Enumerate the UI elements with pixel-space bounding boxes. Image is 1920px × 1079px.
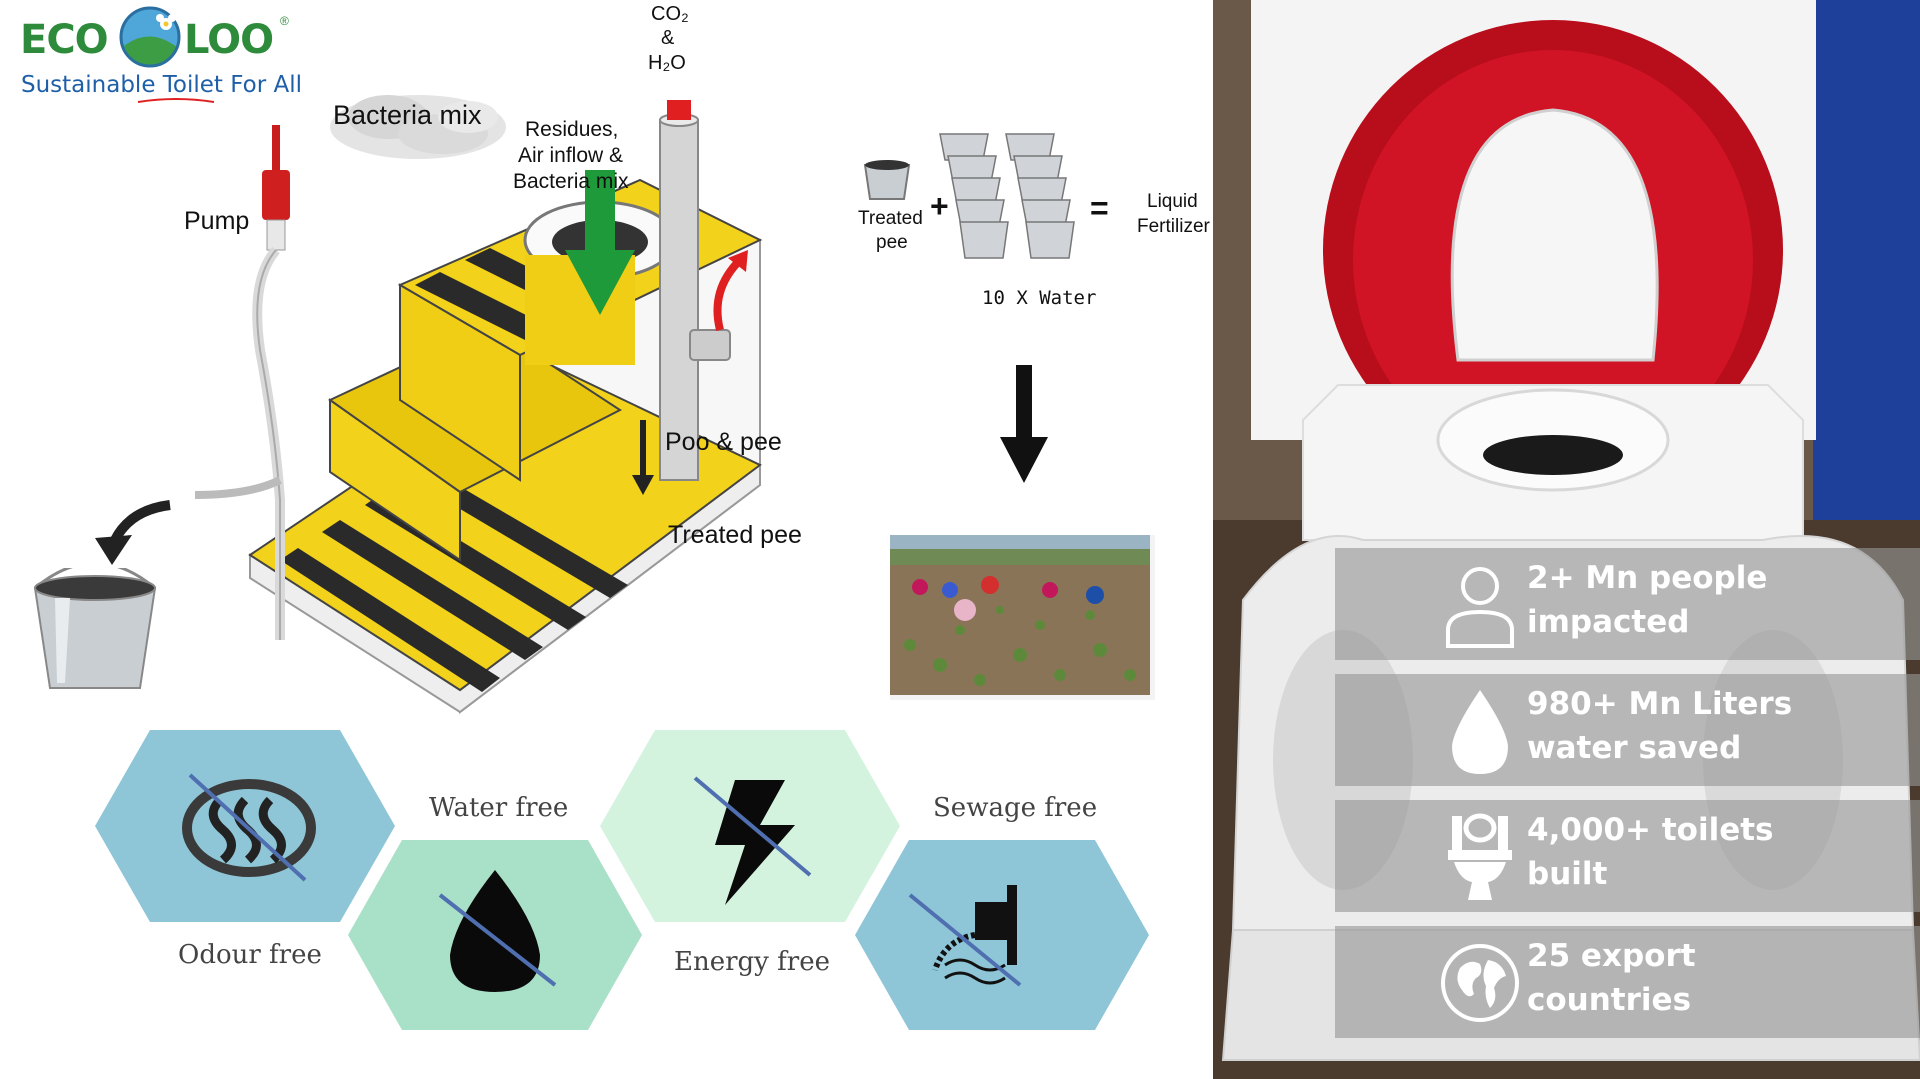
sewage-free-label: Sewage free	[933, 793, 1098, 823]
liquid-fertilizer-line-1: Liquid	[1147, 191, 1198, 212]
stat-people-line-1: 2+ Mn people	[1527, 560, 1768, 596]
treated-pee-eq-line-2: pee	[876, 232, 908, 253]
features-hexagons	[95, 730, 1149, 1030]
brand-tagline: Sustainable Toilet For All	[21, 72, 303, 98]
bacteria-cloud-icon	[330, 95, 506, 159]
farm-field-image	[890, 535, 1155, 700]
globe-logo-icon	[119, 6, 181, 68]
water-drop-icon	[1452, 690, 1508, 774]
stat-water-line-1: 980+ Mn Liters	[1527, 686, 1793, 722]
brand-name-right: LOO	[184, 17, 274, 63]
stat-people-line-2: impacted	[1527, 604, 1690, 640]
residues-label-line-3: Bacteria mix	[513, 170, 629, 193]
stat-toilets-built: 4,000+ toilets built	[1335, 800, 1920, 912]
pump-label: Pump	[184, 207, 250, 235]
small-bucket-icon	[863, 160, 911, 200]
water-free-label: Water free	[429, 793, 569, 823]
tagline-swoosh	[137, 98, 215, 103]
stat-water-saved: 980+ Mn Liters water saved	[1335, 674, 1920, 786]
stat-toilets-line-1: 4,000+ toilets	[1527, 812, 1774, 848]
registered-mark: ®	[280, 14, 289, 28]
residues-label-line-1: Residues,	[525, 118, 619, 141]
person-icon	[1446, 567, 1514, 648]
bucket-icon	[33, 568, 157, 689]
gas-co2-label: CO₂	[651, 3, 689, 25]
liquid-fertilizer-line-2: Fertilizer	[1137, 216, 1210, 237]
stat-countries-line-2: countries	[1527, 982, 1692, 1018]
stat-toilets-line-2: built	[1527, 856, 1608, 892]
gas-h2o-label: H₂O	[648, 52, 686, 74]
stat-countries-line-1: 25 export	[1527, 938, 1696, 974]
water-multiplier-label: 10 X Water	[982, 287, 1097, 309]
stat-people-impacted: 2+ Mn people impacted	[1335, 548, 1920, 660]
bacteria-mix-label: Bacteria mix	[333, 100, 482, 130]
toilet-photo-illustration	[1213, 0, 1920, 1079]
gas-and-label: &	[661, 27, 675, 49]
stat-export-countries: 25 export countries	[1335, 926, 1920, 1038]
brand-name-left: ECO	[20, 17, 109, 63]
treated-pee-eq-line-1: Treated	[858, 208, 923, 229]
residues-label-line-2: Air inflow &	[518, 144, 624, 167]
globe-icon	[1441, 944, 1519, 1022]
no-sewage-icon	[908, 885, 1022, 987]
toilet-icon	[1448, 813, 1512, 900]
poo-pee-label: Poo & pee	[665, 428, 782, 456]
odour-free-label: Odour free	[178, 940, 322, 970]
ecoloo-logo: ECO LOO ® Sustainable Toilet For All	[18, 2, 302, 103]
no-energy-icon	[693, 776, 812, 905]
plus-sign: +	[930, 188, 949, 224]
down-arrow-icon	[1000, 365, 1048, 483]
treated-pee-diagram-label: Treated pee	[668, 521, 802, 549]
equals-sign: =	[1090, 190, 1109, 226]
no-odour-icon	[182, 773, 316, 882]
energy-free-label: Energy free	[674, 947, 830, 977]
dry-toilet-diagram	[95, 100, 763, 715]
toilet-photo	[1213, 0, 1920, 1079]
water-buckets-icon	[939, 133, 1075, 259]
stat-water-line-2: water saved	[1527, 730, 1742, 766]
no-water-icon	[438, 870, 557, 992]
